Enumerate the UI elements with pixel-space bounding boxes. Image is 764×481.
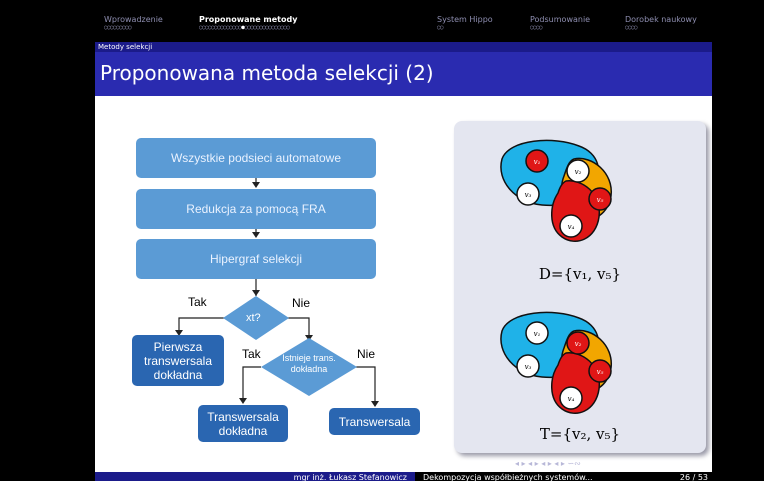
decision2-no-label: Nie	[357, 347, 376, 361]
decision-diamond-xt	[223, 296, 289, 340]
nav-section-system-hippo[interactable]: System Hippo	[437, 15, 493, 24]
hypergraph-bottom: v₁ v₂ v₃ v₄ v₅	[500, 311, 612, 414]
decision1-text: xt?	[246, 312, 261, 324]
subsection-title: Metody selekcji	[98, 43, 153, 51]
svg-text:v₁: v₁	[534, 330, 541, 338]
title-bar: Proponowana metoda selekcji (2)	[95, 52, 712, 96]
footer-author: mgr inż. Łukasz Stefanowicz	[293, 473, 407, 481]
decision1-yes-label: Tak	[188, 295, 207, 309]
result-exact-transversal: Transwersala dokładna	[198, 405, 288, 442]
slide-title: Proponowana metoda selekcji (2)	[100, 61, 434, 85]
decision2-text: Istnieje trans. dokładna	[282, 353, 336, 374]
step-selection-hypergraph: Hipergraf selekcji	[136, 239, 376, 279]
nav-dots-podsumowanie[interactable]: ○○○○	[530, 24, 543, 31]
step-all-subnets: Wszystkie podsieci automatowe	[136, 138, 376, 178]
result-first-exact-transversal: Pierwsza transwersala dokładna	[132, 335, 224, 386]
svg-text:v₃: v₃	[525, 363, 532, 371]
slide: Wprowadzenie ○○○○○○○○○ Proponowane metod…	[95, 14, 712, 481]
footer-bar: mgr inż. Łukasz Stefanowicz Dekompozycja…	[95, 472, 712, 481]
footer-title-cell: Dekompozycja współbieżnych systemów...	[415, 472, 671, 481]
subsection-bar: Metody selekcji	[95, 42, 712, 52]
nav-dots-wprowadzenie[interactable]: ○○○○○○○○○	[104, 24, 132, 31]
nav-dots-system-hippo[interactable]: ○○	[437, 24, 444, 31]
hypergraph-top: v₁ v₂ v₃ v₄ v₅	[500, 139, 612, 242]
section-navigation: Wprowadzenie ○○○○○○○○○ Proponowane metod…	[95, 14, 712, 42]
nav-section-dorobek-naukowy[interactable]: Dorobek naukowy	[625, 15, 697, 24]
svg-text:v₃: v₃	[525, 191, 532, 199]
result-transversal: Transwersala	[329, 408, 420, 435]
hypergraph-panel: v₁ v₂ v₃ v₄ v₅ D={v₁, v₅} v₁ v₂	[454, 121, 706, 453]
decision-diamond-exists	[261, 338, 357, 396]
svg-text:v₅: v₅	[597, 196, 604, 204]
step-fra-reduction: Redukcja za pomocą FRA	[136, 189, 376, 229]
decision2-yes-label: Tak	[242, 347, 261, 361]
beamer-nav-controls[interactable]: ◂ ▸ ◂ ▸ ◂ ▸ ◂ ▸ ∽∾	[515, 459, 581, 468]
hypergraph-diagrams: v₁ v₂ v₃ v₄ v₅ D={v₁, v₅} v₁ v₂	[500, 139, 621, 443]
flowchart-connectors	[175, 178, 379, 407]
current-slide-dot: ●	[241, 24, 245, 31]
nav-dots-dorobek-naukowy[interactable]: ○○○○	[625, 24, 638, 31]
footer-page-number: 26 / 53	[679, 473, 708, 481]
footer-page-cell: 26 / 53	[671, 472, 712, 481]
nav-dots-proponowane-metody[interactable]: ○○○○○○○○○○○○○○●○○○○○○○○○○○○○○○	[199, 24, 290, 31]
nav-section-proponowane-metody[interactable]: Proponowane metody	[199, 15, 298, 24]
svg-text:v₂: v₂	[575, 340, 582, 348]
nav-section-podsumowanie[interactable]: Podsumowanie	[530, 15, 591, 24]
svg-text:v₁: v₁	[534, 158, 541, 166]
svg-text:v₅: v₅	[597, 368, 604, 376]
dominating-set-label: D={v₁, v₅}	[539, 265, 621, 283]
svg-text:v₄: v₄	[568, 395, 575, 403]
transversal-set-label: T={v₂, v₅}	[540, 425, 620, 443]
decision1-no-label: Nie	[292, 296, 311, 310]
footer-author-cell: mgr inż. Łukasz Stefanowicz	[95, 472, 415, 481]
footer-short-title: Dekompozycja współbieżnych systemów...	[423, 473, 593, 481]
svg-text:v₄: v₄	[568, 223, 575, 231]
svg-text:v₂: v₂	[575, 168, 582, 176]
nav-section-wprowadzenie[interactable]: Wprowadzenie	[104, 15, 163, 24]
